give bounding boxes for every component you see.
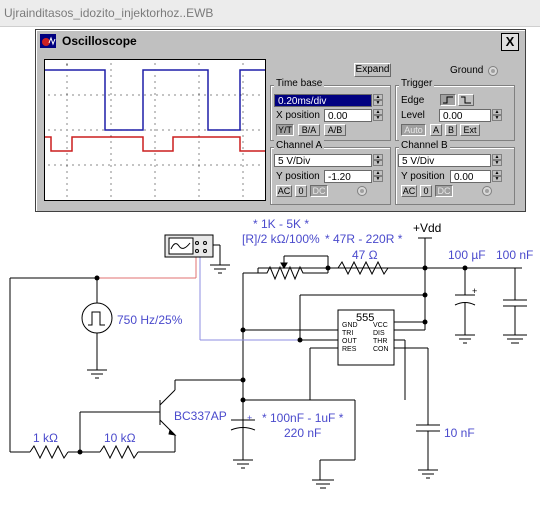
channel-b-group <box>395 147 515 205</box>
r10k-label: 10 kΩ <box>104 431 136 445</box>
ground-label: Ground <box>450 65 484 76</box>
channel-b-scale-field[interactable]: 5 V/Div <box>398 154 491 167</box>
xpos-spinner[interactable]: ▲▼ <box>373 109 383 122</box>
channel-b-terminal[interactable] <box>482 186 492 196</box>
window-titlebar: Ujrainditasos_idozito_injektorhoz..EWB <box>0 0 540 27</box>
channel-b-ac-button[interactable]: AC <box>401 185 417 197</box>
ic-pin-out: OUT <box>342 338 358 345</box>
mode-yt-button[interactable]: Y/T <box>276 124 294 136</box>
timebase-spinner[interactable]: ▲▼ <box>373 94 383 107</box>
channel-b-ypos-spinner[interactable]: ▲▼ <box>492 170 502 183</box>
ic-pin-tri: TRI <box>342 330 353 337</box>
timebase-field[interactable]: 0.20ms/div <box>274 94 372 107</box>
close-button[interactable]: X <box>501 33 519 51</box>
cap-100uf-label: 100 µF <box>448 248 486 262</box>
channel-a-trace <box>45 69 265 131</box>
channel-a-ypos-field[interactable]: -1.20 <box>324 170 372 183</box>
channel-b-ypos-field[interactable]: 0.00 <box>450 170 491 183</box>
edge-falling-button[interactable] <box>458 94 474 106</box>
channel-a-zero-button[interactable]: 0 <box>295 185 307 197</box>
channel-b-title: Channel B <box>399 140 450 151</box>
trigger-group <box>395 85 515 141</box>
cap-220nf-label: 220 nF <box>284 426 321 440</box>
trigger-auto-button[interactable]: Auto <box>401 124 426 136</box>
cap-range-label: * 100nF - 1uF * <box>262 411 344 425</box>
window-title: Ujrainditasos_idozito_injektorhoz..EWB <box>4 6 214 20</box>
channel-b-dc-button[interactable]: DC <box>435 185 453 197</box>
vdd-label: +Vdd <box>413 221 441 235</box>
transistor-label: BC337AP <box>174 409 227 423</box>
res-47-label: 47 Ω <box>352 248 378 262</box>
expand-button[interactable]: Expand <box>354 63 391 77</box>
falling-edge-icon <box>461 96 471 104</box>
channel-a-scale-spinner[interactable]: ▲▼ <box>373 154 383 167</box>
cap-100nf-label: 100 nF <box>496 248 533 262</box>
ic-label: 555 <box>356 312 374 324</box>
rising-edge-icon <box>443 96 453 104</box>
mode-ab-button[interactable]: A/B <box>324 124 346 136</box>
pot-label: [R]/2 kΩ/100% <box>242 232 320 246</box>
channel-a-dc-button[interactable]: DC <box>310 185 328 197</box>
source-label: 750 Hz/25% <box>117 313 183 327</box>
channel-b-zero-button[interactable]: 0 <box>420 185 432 197</box>
svg-text:+: + <box>247 413 252 423</box>
trigger-ext-button[interactable]: Ext <box>460 124 480 136</box>
oscilloscope-screen <box>44 59 266 201</box>
channel-a-ac-button[interactable]: AC <box>276 185 292 197</box>
trigger-title: Trigger <box>399 78 435 89</box>
channel-b-trace <box>45 136 265 152</box>
edge-label: Edge <box>401 95 425 106</box>
edge-rising-button[interactable] <box>440 94 456 106</box>
cap-10nf-label: 10 nF <box>444 426 475 440</box>
svg-text:+: + <box>472 286 477 296</box>
oscilloscope-titlebar[interactable]: Oscilloscope X <box>38 32 521 51</box>
ic-pin-dis: DIS <box>373 330 385 337</box>
xpos-field[interactable]: 0.00 <box>324 109 372 122</box>
oscilloscope-title: Oscilloscope <box>62 34 137 48</box>
channel-a-terminal[interactable] <box>357 186 367 196</box>
timebase-title: Time base <box>274 78 325 89</box>
channel-a-ypos-spinner[interactable]: ▲▼ <box>373 170 383 183</box>
ic-pin-con: CON <box>373 346 389 353</box>
level-field[interactable]: 0.00 <box>439 109 491 122</box>
channel-a-ypos-label: Y position <box>276 171 320 182</box>
oscilloscope-app-icon <box>40 34 56 48</box>
channel-a-group <box>270 147 391 205</box>
level-spinner[interactable]: ▲▼ <box>492 109 502 122</box>
r1k-label: 1 kΩ <box>33 431 58 445</box>
oscilloscope-window: Oscilloscope X Expand Ground Time base 0… <box>35 29 526 212</box>
ic-pin-thr: THR <box>373 338 387 345</box>
channel-a-title: Channel A <box>274 140 325 151</box>
ground-terminal[interactable] <box>488 66 498 76</box>
res-range-label: * 47R - 220R * <box>325 232 403 246</box>
channel-b-scale-spinner[interactable]: ▲▼ <box>492 154 502 167</box>
mode-ba-button[interactable]: B/A <box>298 124 320 136</box>
xpos-label: X position <box>276 110 320 121</box>
channel-b-ypos-label: Y position <box>401 171 445 182</box>
pot-range-label: * 1K - 5K * <box>253 217 309 231</box>
ic-pin-gnd: GND <box>342 322 358 329</box>
trigger-a-button[interactable]: A <box>430 124 442 136</box>
ic-pin-vcc: VCC <box>373 322 388 329</box>
ic-pin-res: RES <box>342 346 357 353</box>
timebase-group <box>270 85 391 141</box>
trigger-b-button[interactable]: B <box>445 124 457 136</box>
channel-a-scale-field[interactable]: 5 V/Div <box>274 154 372 167</box>
level-label: Level <box>401 110 425 121</box>
